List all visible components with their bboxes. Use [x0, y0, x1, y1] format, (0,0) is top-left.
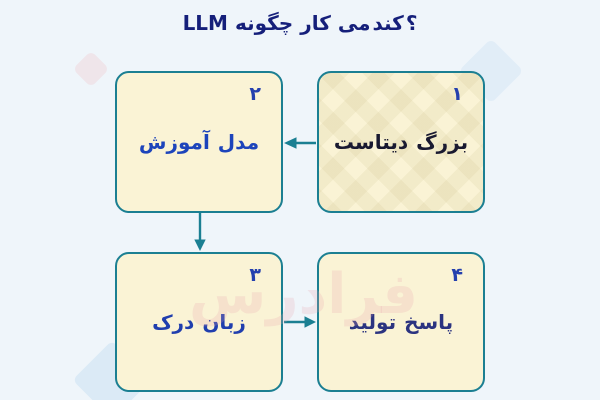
box-large-dataset-label: دیتاست بزرگ: [333, 130, 469, 154]
arrow-dataset-to-training: [284, 137, 316, 149]
box-language-understanding-label: درک زبان: [152, 310, 246, 334]
title-word-chegune: چگونه: [234, 11, 294, 35]
box-model-training-label: آموزش مدل: [138, 130, 260, 154]
decor-diamond-top-left: [72, 50, 110, 88]
step-number-4: ۴: [451, 264, 463, 286]
step-number-2: ۲: [249, 83, 261, 105]
step-number-3: ۳: [249, 264, 261, 286]
title-word-llm: LLM: [182, 11, 228, 35]
box-response-generation: ۴ تولید پاسخ: [317, 252, 485, 392]
box-model-training: ۲ آموزش مدل: [115, 71, 283, 213]
diagram-title: LLM چگونه کار می کند ؟: [0, 11, 600, 35]
arrow-understanding-to-generation: [284, 316, 316, 328]
question-mark: ؟: [405, 11, 418, 35]
arrow-training-to-understanding: [194, 213, 206, 251]
title-word-kar: کار: [300, 11, 331, 35]
box-language-understanding: ۳ درک زبان: [115, 252, 283, 392]
title-word-mikonad: می کند ؟: [337, 11, 418, 35]
box-response-generation-label: تولید پاسخ: [348, 310, 454, 334]
box-large-dataset: ۱ دیتاست بزرگ: [317, 71, 485, 213]
step-number-1: ۱: [451, 83, 463, 105]
